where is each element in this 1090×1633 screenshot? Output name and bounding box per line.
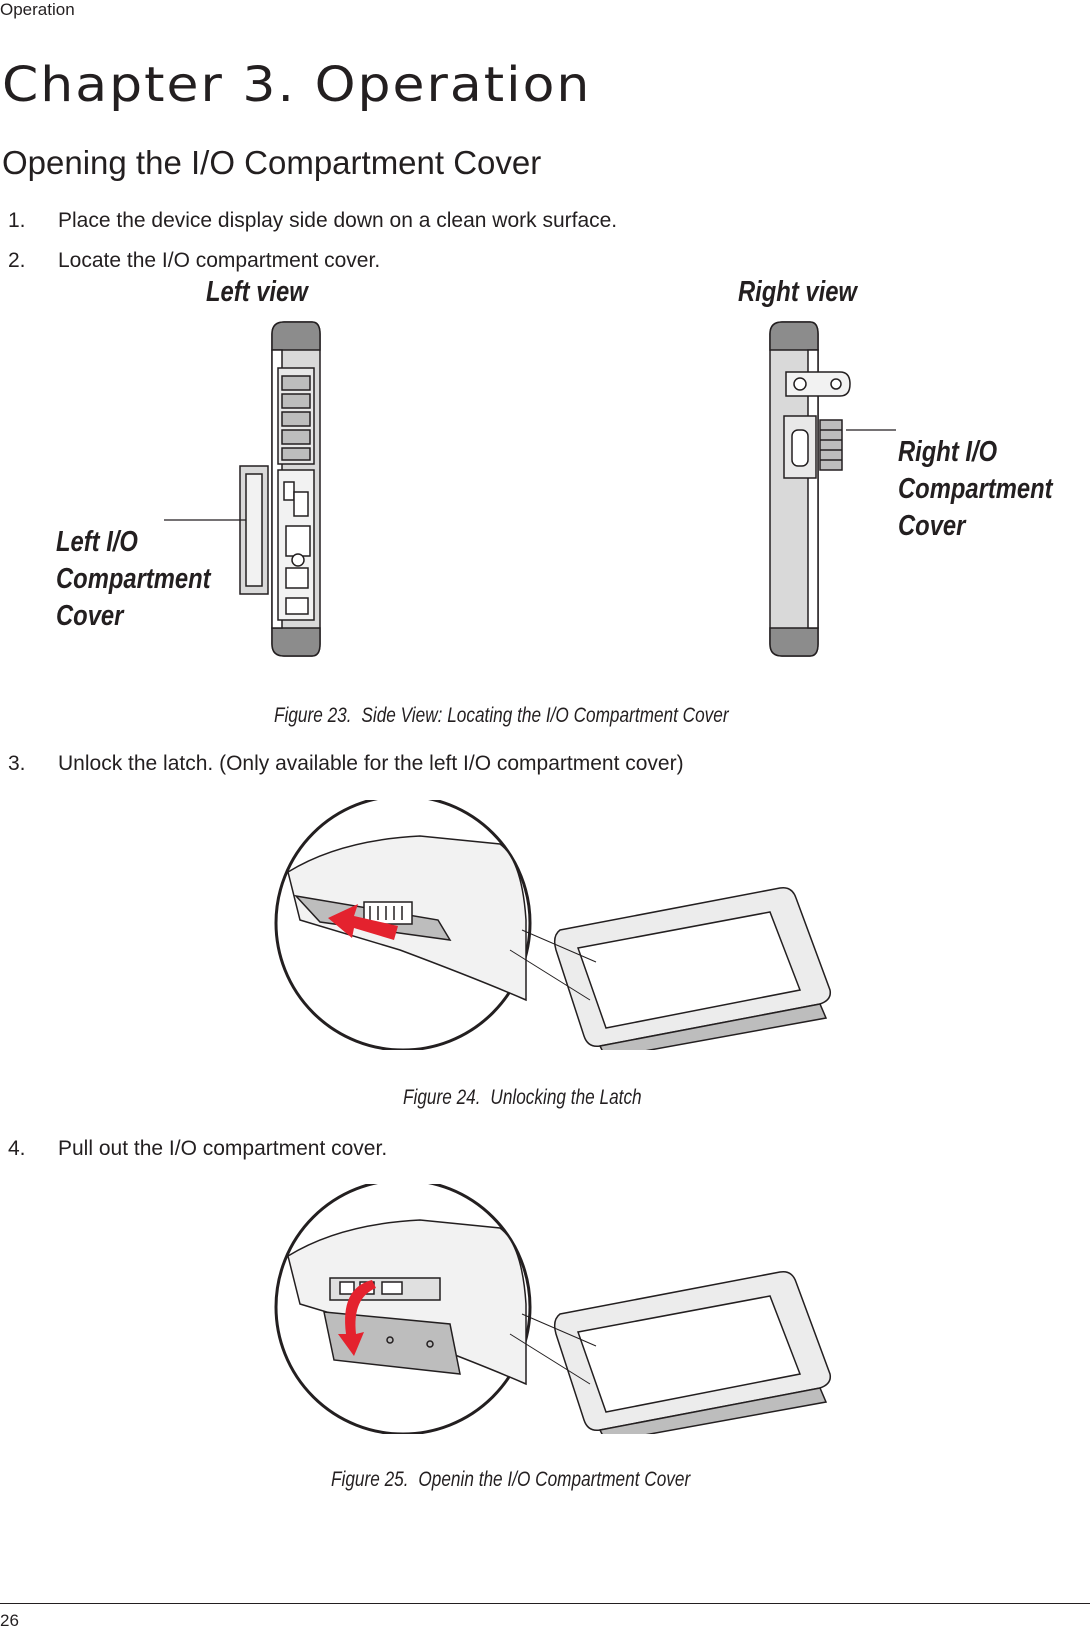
step-text: Place the device display side down on a … xyxy=(58,209,618,232)
step-number: 1. xyxy=(8,209,26,232)
red-unlock-arrow xyxy=(328,904,398,940)
step-number: 4. xyxy=(8,1137,26,1160)
section-heading: Opening the I/O Compartment Cover xyxy=(2,144,542,181)
footer-rule xyxy=(0,1603,1090,1604)
right-side-device-illustration xyxy=(769,321,851,657)
step-text: Pull out the I/O compartment cover. xyxy=(58,1137,388,1160)
running-header: Operation xyxy=(0,0,75,19)
step-3: 3. Unlock the latch. (Only available for… xyxy=(8,752,684,776)
step-number: 3. xyxy=(8,752,26,775)
figure-24-caption: Figure 24.Unlocking the Latch xyxy=(403,1086,642,1109)
step-4: 4. Pull out the I/O compartment cover. xyxy=(8,1137,387,1161)
left-view-label: Left view xyxy=(206,276,308,308)
step-2: 2. Locate the I/O compartment cover. xyxy=(8,249,380,273)
right-io-compartment-cover-callout: Right I/O Compartment Cover xyxy=(898,436,1053,542)
step-text: Locate the I/O compartment cover. xyxy=(58,249,381,272)
figure-25-opening-cover-illustration xyxy=(274,1184,832,1434)
right-view-label: Right view xyxy=(738,276,857,308)
figure-23-caption: Figure 23.Side View: Locating the I/O Co… xyxy=(274,704,729,727)
step-text: Unlock the latch. (Only available for th… xyxy=(58,752,684,775)
figure-24-unlocking-latch-illustration xyxy=(274,800,832,1050)
chapter-title: Chapter 3. Operation xyxy=(2,58,592,114)
figure-25-caption: Figure 25.Openin the I/O Compartment Cov… xyxy=(331,1468,691,1491)
left-side-device-illustration xyxy=(271,321,321,657)
left-io-compartment-cover-callout: Left I/O Compartment Cover xyxy=(56,526,211,632)
step-1: 1. Place the device display side down on… xyxy=(8,209,617,233)
left-cover-panel xyxy=(239,465,269,595)
step-number: 2. xyxy=(8,249,26,272)
red-curved-arrow xyxy=(338,1280,376,1356)
figure-23-side-views xyxy=(164,321,896,657)
page-number: 26 xyxy=(0,1611,19,1630)
